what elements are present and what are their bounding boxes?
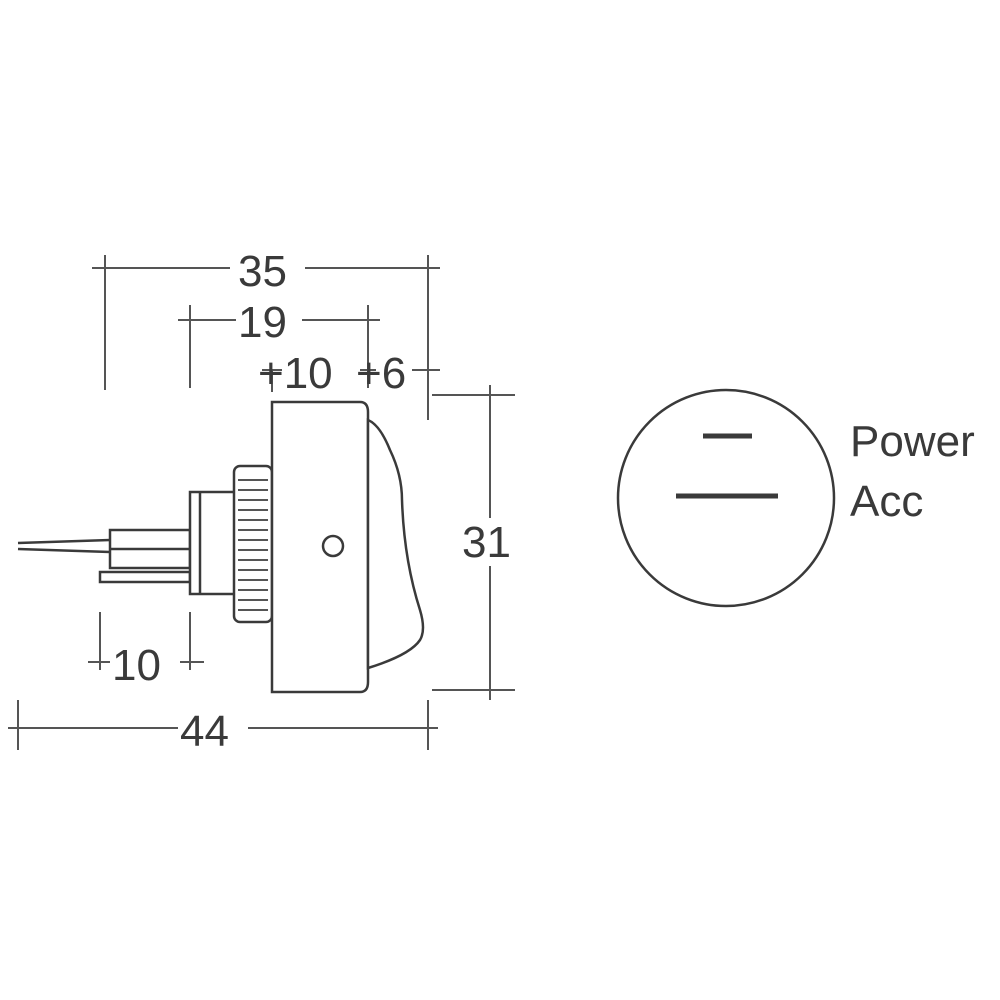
terminal-pin-lower [98,570,192,584]
dimension-44: 44 [8,700,438,756]
symbol-circle [616,388,836,608]
dimension-label-plus10: +10 [258,349,333,398]
dimension-31: 31 [432,385,515,700]
dimension-19: 19 [178,298,380,388]
dimension-35: 35 [92,247,440,420]
symbol-label-acc: Acc [850,477,923,526]
dimension-10-6: +10 +6 [258,349,440,398]
dimension-label-plus6: +6 [356,349,406,398]
dimension-label-19: 19 [238,298,287,347]
dimension-label-terminal-10: 10 [112,641,161,690]
dimension-label-31: 31 [462,518,511,567]
terminal-pin-upper [17,538,111,545]
dimension-label-35: 35 [238,247,287,296]
switch-housing [270,400,370,694]
switch-symbol: Power Acc [616,388,975,608]
bushing [188,490,240,596]
rocker [366,418,425,670]
dimension-terminal-10: 10 [88,612,204,690]
switch-side-view [17,400,425,694]
knurl-lines [238,479,268,611]
dimension-label-44: 44 [180,707,229,756]
indicator-lens [321,534,345,558]
symbol-label-power: Power [850,417,975,466]
